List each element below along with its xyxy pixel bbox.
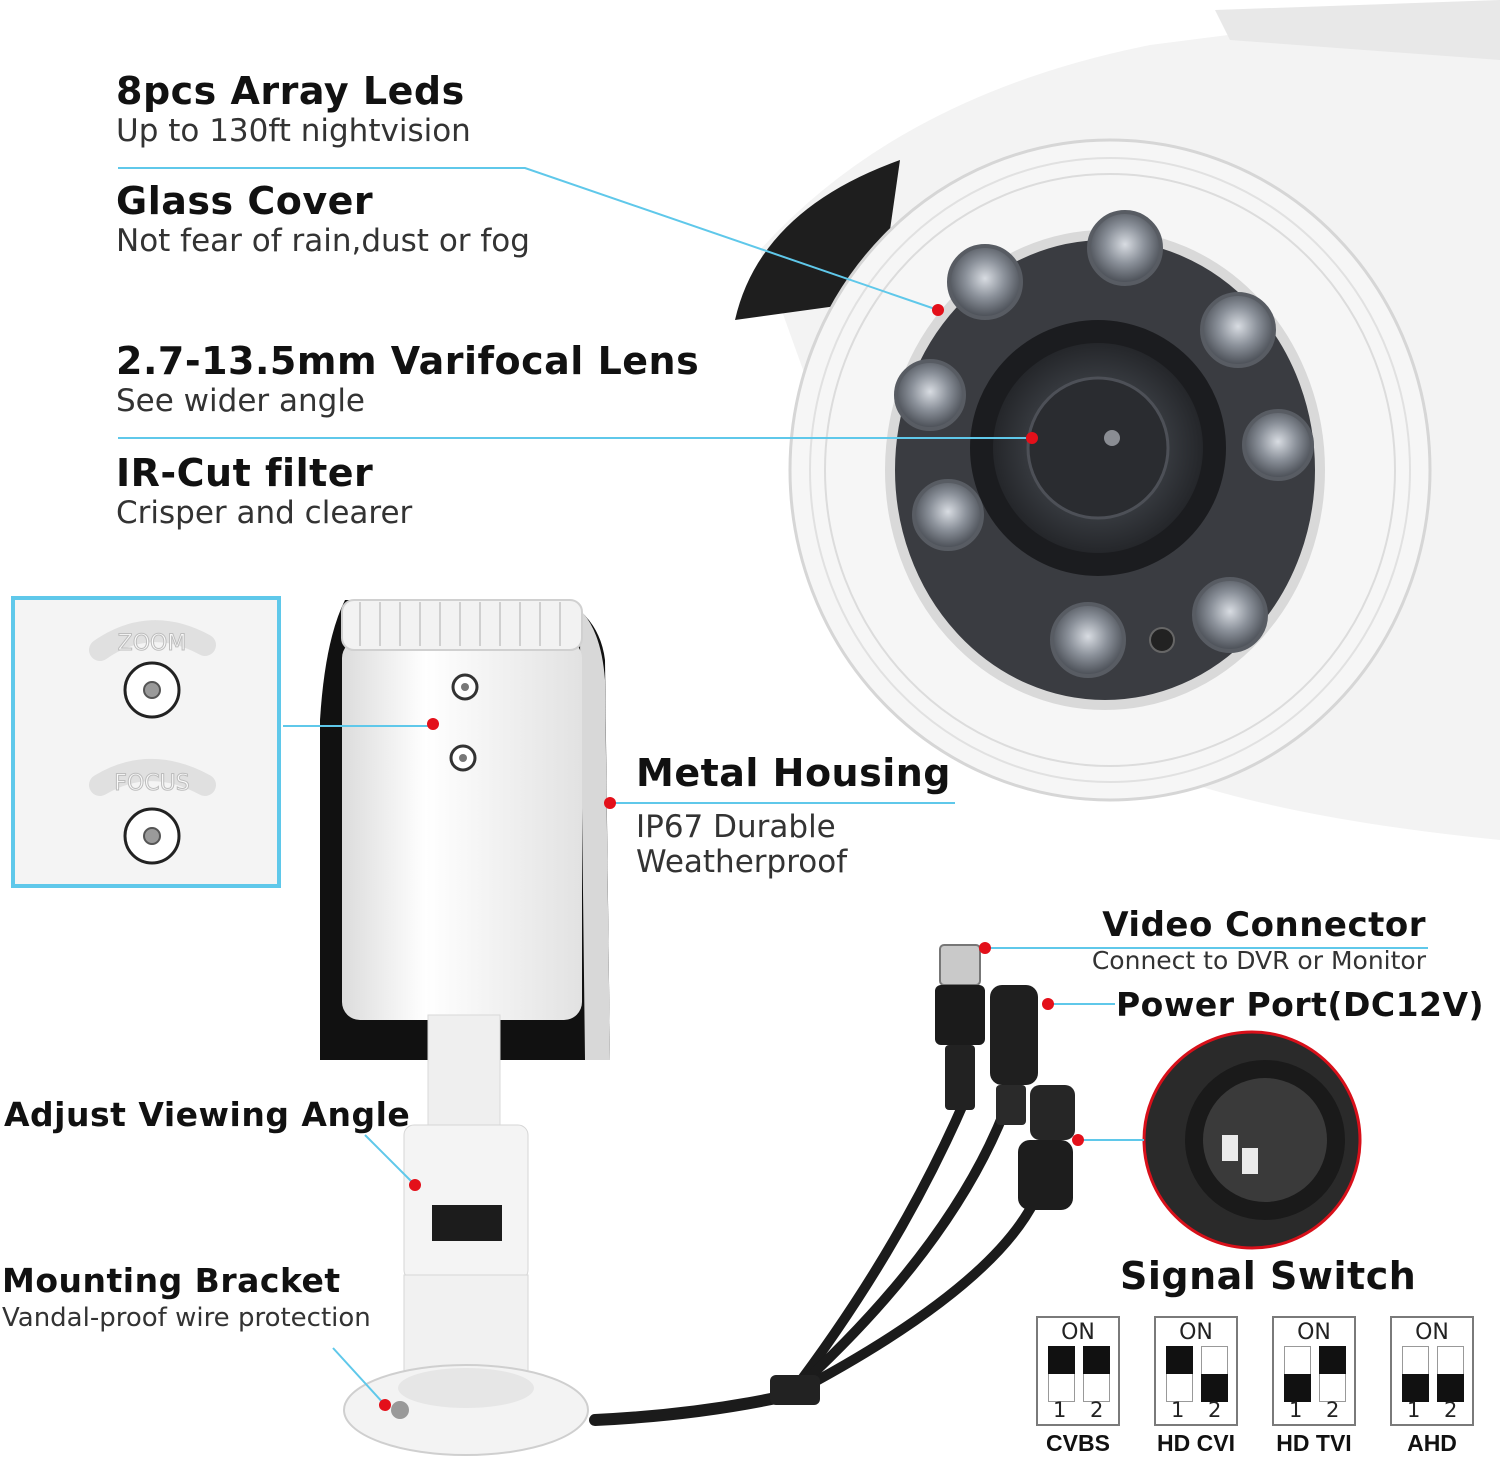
feature-glass-title: Glass Cover (116, 179, 374, 223)
dip-knob-down (1284, 1374, 1311, 1402)
dip-slot (1402, 1346, 1429, 1402)
feature-ircut-title: IR-Cut filter (116, 451, 374, 495)
feature-ircut: IR-Cut filter Crisper and clearer (116, 451, 413, 531)
dip-knob-up (1319, 1346, 1346, 1374)
switch-mode-name: AHD (1407, 1430, 1457, 1456)
feature-glass-subtitle: Not fear of rain,dust or fog (116, 222, 530, 259)
led-array (894, 210, 1314, 678)
pin-number-1: 1 (1289, 1398, 1303, 1422)
pin-number-2: 2 (1444, 1398, 1458, 1422)
callout-dots (379, 304, 1084, 1411)
cable-assembly (589, 1095, 1040, 1426)
feature-ircut-subtitle: Crisper and clearer (116, 494, 413, 531)
dip-slot (1437, 1346, 1464, 1402)
dip-slot (1083, 1346, 1110, 1402)
feature-leds-title: 8pcs Array Leds (116, 69, 465, 113)
pin-number-1: 1 (1407, 1398, 1421, 1422)
feature-housing-line2: Weatherproof (636, 844, 848, 881)
feature-power: Power Port(DC12V) (1116, 986, 1484, 1024)
zoom-focus-closeup: ZOOM FOCUS (15, 600, 277, 884)
feature-housing-line1: IP67 Durable (636, 808, 836, 845)
signal-switch-title: Signal Switch (1120, 1254, 1417, 1298)
feature-angle: Adjust Viewing Angle (4, 1096, 410, 1134)
zoom-focus-inset: ZOOM FOCUS (11, 596, 281, 888)
dip-slot (1319, 1346, 1346, 1402)
feature-bracket-subtitle: Vandal-proof wire protection (2, 1302, 371, 1333)
callout-lines (118, 167, 1428, 1406)
dip-knob-up (1083, 1346, 1110, 1374)
dip-knob-down (1402, 1374, 1429, 1402)
dip-slot (1284, 1346, 1311, 1402)
switch-mode-name: HD CVI (1157, 1430, 1235, 1456)
dip-knob-up (1048, 1346, 1075, 1374)
dip-slot (1048, 1346, 1075, 1402)
feature-bracket-title: Mounting Bracket (2, 1261, 341, 1300)
camera-closeup (735, 0, 1500, 840)
dip-slot (1201, 1346, 1228, 1402)
switch-mode-name: CVBS (1046, 1430, 1110, 1456)
pin-number-2: 2 (1090, 1398, 1104, 1422)
signal-switch-heading: Signal Switch (1120, 1254, 1417, 1299)
feature-bracket: Mounting Bracket Vandal-proof wire prote… (2, 1262, 371, 1334)
feature-housing-title: Metal Housing (636, 751, 952, 795)
on-label: ON (1061, 1320, 1095, 1345)
feature-video: Video Connector Connect to DVR or Monito… (1091, 905, 1426, 976)
pin-number-2: 2 (1326, 1398, 1340, 1422)
switch-mode-name: HD TVI (1276, 1430, 1352, 1456)
feature-angle-title: Adjust Viewing Angle (4, 1095, 411, 1134)
on-label: ON (1297, 1320, 1331, 1345)
dip-knob-down (1201, 1374, 1228, 1402)
signal-switch-magnifier (1142, 1030, 1362, 1250)
camera-body (320, 599, 610, 1456)
on-label: ON (1415, 1320, 1449, 1345)
feature-glass: Glass Cover Not fear of rain,dust or fog (116, 179, 530, 259)
dip-knob-up (1166, 1346, 1193, 1374)
on-label: ON (1179, 1320, 1213, 1345)
feature-lens-title: 2.7-13.5mm Varifocal Lens (116, 339, 700, 383)
pin-number-1: 1 (1053, 1398, 1067, 1422)
feature-housing: Metal Housing IP67 Durable Weatherproof (636, 751, 952, 881)
connectors (770, 944, 1075, 1405)
zoom-label: ZOOM (118, 631, 187, 656)
pin-number-2: 2 (1208, 1398, 1222, 1422)
feature-lens: 2.7-13.5mm Varifocal Lens See wider angl… (116, 339, 700, 419)
feature-lens-subtitle: See wider angle (116, 382, 365, 419)
feature-leds: 8pcs Array Leds Up to 130ft nightvision (116, 69, 471, 149)
feature-video-subtitle: Connect to DVR or Monitor (1091, 946, 1426, 976)
focus-label: FOCUS (114, 771, 189, 796)
dip-slot (1166, 1346, 1193, 1402)
feature-leds-subtitle: Up to 130ft nightvision (116, 112, 471, 149)
dip-knob-down (1437, 1374, 1464, 1402)
feature-video-title: Video Connector (1102, 905, 1426, 945)
feature-power-title: Power Port(DC12V) (1116, 985, 1485, 1024)
pin-number-1: 1 (1171, 1398, 1185, 1422)
